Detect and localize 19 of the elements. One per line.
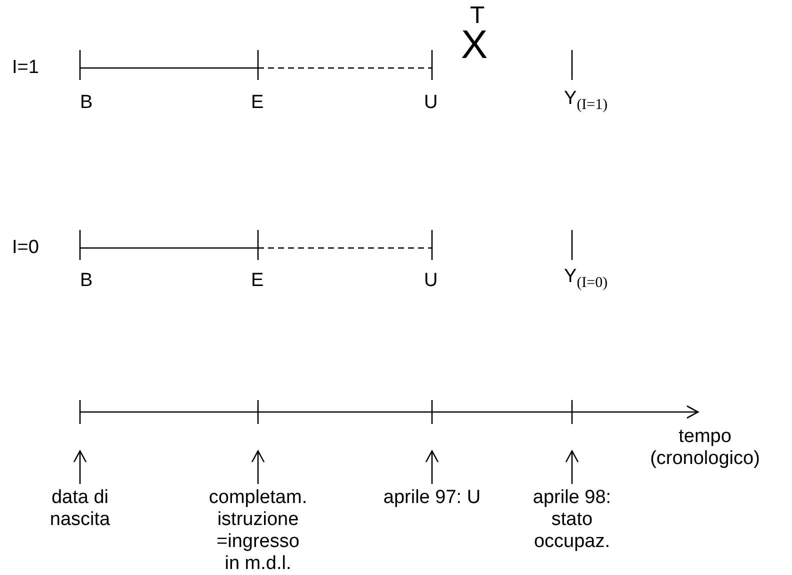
axis-label: tempo (cronologico): [649, 426, 761, 470]
tick-label: B: [80, 92, 93, 114]
tick-label: E: [251, 270, 264, 292]
event-label: aprile 98: stato occupaz.: [522, 487, 622, 553]
arrow: [425, 450, 439, 484]
event-label: completam. istruzione =ingresso in m.d.l.: [208, 487, 308, 575]
arrow: [251, 450, 265, 484]
tick-label: U: [424, 92, 438, 114]
arrow: [565, 450, 579, 484]
row-label: I=0: [12, 237, 39, 259]
tick-label: E: [251, 92, 264, 114]
event-label: data di nascita: [30, 487, 130, 531]
tick-label: Y$_{(I=0)}$: [564, 266, 608, 293]
event-label: aprile 97: U: [382, 487, 482, 509]
arrow: [73, 450, 87, 484]
row-label: I=1: [12, 57, 39, 79]
tick-label: Y$_{(I=1)}$: [564, 88, 608, 115]
tick-label: U: [424, 270, 438, 292]
tick-label: B: [80, 270, 93, 292]
